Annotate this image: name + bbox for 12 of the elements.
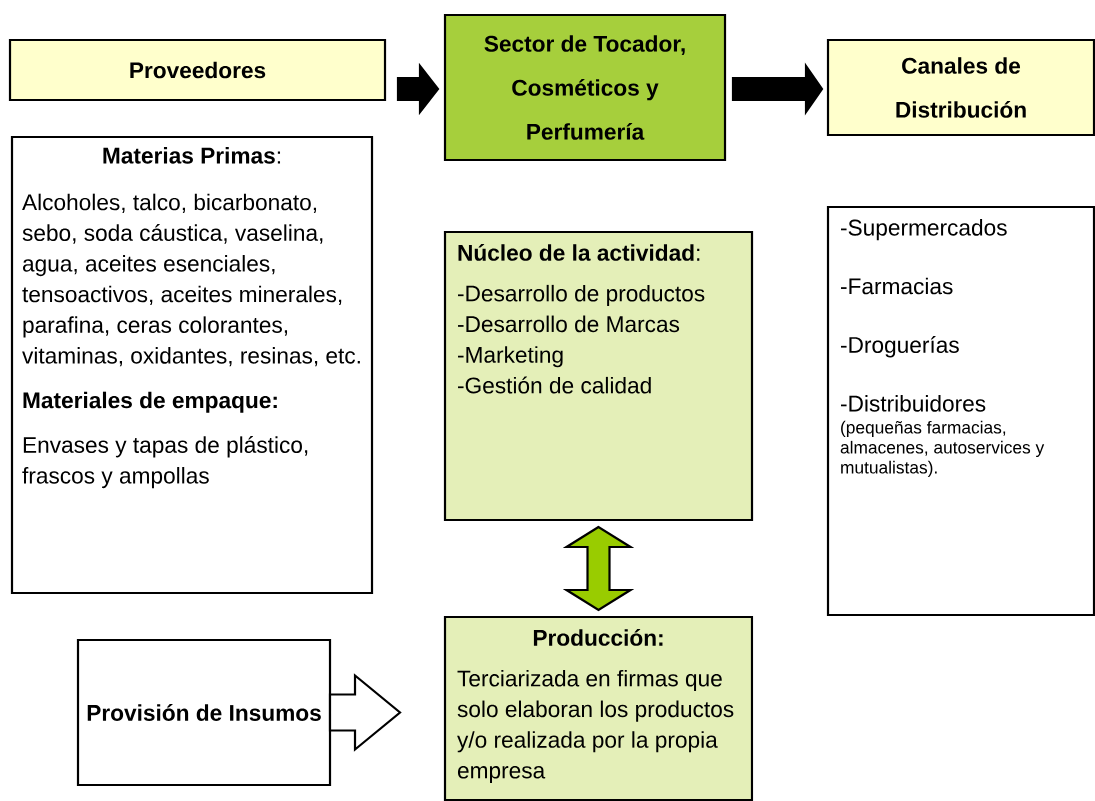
block-arrow — [562, 525, 635, 612]
channel-list-box: -Supermercados -Farmacias -Droguerías -Distribuidores (pequeñas farmacias, almacenes, autoservices y mutualistas). — [826, 205, 1095, 617]
sector-box: Sector de Tocador, Cosméticos y Perfumería — [443, 13, 727, 162]
supply-box: Provisión de Insumos — [76, 638, 332, 787]
block-arrow — [328, 673, 402, 752]
production-box: Producción: Terciarizada en firmas que solo elaboran los productos y/o realizada por la propia empresa — [443, 615, 754, 801]
materials-box: Materias Primas: Alcoholes, talco, bicarbonato, sebo, soda cáustica, vaselina, agua, aceites esenciales, tensoactivos, aceites minerales, parafina, ceras colorantes, vitaminas, oxidantes, resinas, etc. Materiales de empaque: Envases y tapas de plástico, frascos y ampollas — [10, 135, 374, 595]
core-activity-box: Núcleo de la actividad: -Desarrollo de productos -Desarrollo de Marcas -Marketing -Gestión de calidad — [443, 230, 754, 522]
supplier-box: Proveedores — [8, 38, 387, 102]
block-arrow — [396, 62, 440, 116]
channel-box: Canales de Distribución — [826, 38, 1095, 137]
block-arrow — [731, 62, 824, 116]
